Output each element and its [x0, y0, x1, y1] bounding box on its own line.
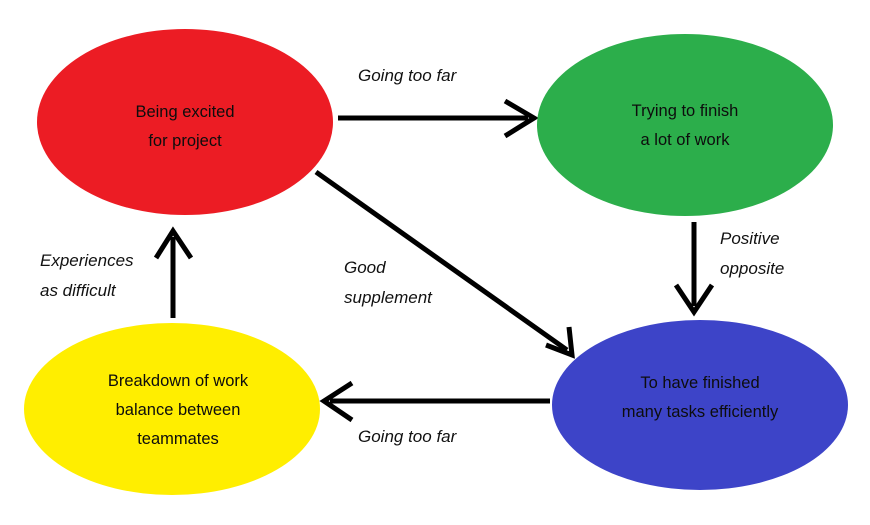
node-breakdown-of-work-balance-between-teammates[interactable]: Breakdown of work balance between teamma… [24, 323, 320, 495]
edge-excited-to-finished-line [314, 169, 569, 353]
node-being-excited-for-project[interactable]: Being excited for project [37, 29, 333, 215]
node-to-have-finished-many-tasks-efficiently[interactable]: To have finished many tasks efficiently [552, 320, 848, 490]
node-to-have-finished-many-tasks-efficiently-shape [552, 320, 848, 490]
edge-excited-to-finished-arrowhead [545, 326, 575, 359]
edge-trying-to-finished-label-line-2: opposite [720, 259, 784, 278]
edge-trying-to-finished-label-line-1: Positive [720, 229, 780, 248]
edge-excited-to-trying[interactable]: Going too far [338, 66, 539, 139]
node-being-excited-for-project-shape [37, 29, 333, 215]
node-trying-to-finish-a-lot-of-work-shape [537, 34, 833, 216]
edge-excited-to-finished-label-line-1: Good [344, 258, 386, 277]
edge-excited-to-finished-label-line-2: supplement [344, 288, 433, 307]
edge-breakdown-to-excited[interactable]: Experiences as difficult [40, 226, 194, 318]
node-to-have-finished-many-tasks-efficiently-label-line-1: To have finished [640, 374, 759, 392]
node-breakdown-of-work-balance-between-teammates-shape [24, 323, 320, 495]
node-breakdown-of-work-balance-between-teammates-label-line-2: balance between [116, 401, 241, 419]
node-trying-to-finish-a-lot-of-work-label-line-2: a lot of work [641, 131, 731, 149]
edge-excited-to-trying-label: Going too far [358, 66, 458, 85]
node-being-excited-for-project-label-line-2: for project [148, 132, 222, 150]
node-trying-to-finish-a-lot-of-work-label-line-1: Trying to finish [632, 102, 739, 120]
edge-excited-to-finished[interactable]: Good supplement [314, 169, 575, 359]
node-to-have-finished-many-tasks-efficiently-label-line-2: many tasks efficiently [622, 403, 779, 421]
edge-breakdown-to-excited-label-line-1: Experiences [40, 251, 134, 270]
node-trying-to-finish-a-lot-of-work[interactable]: Trying to finish a lot of work [537, 34, 833, 216]
edge-finished-to-breakdown[interactable]: Going too far [319, 380, 550, 446]
edge-breakdown-to-excited-label-line-2: as difficult [40, 281, 117, 300]
edge-breakdown-to-excited-arrowhead [153, 226, 194, 260]
node-breakdown-of-work-balance-between-teammates-label-line-3: teammates [137, 430, 219, 448]
edge-trying-to-finished[interactable]: Positive opposite [673, 222, 784, 317]
edge-finished-to-breakdown-arrowhead [319, 380, 354, 423]
node-breakdown-of-work-balance-between-teammates-label-line-1: Breakdown of work [108, 372, 249, 390]
edge-finished-to-breakdown-label: Going too far [358, 427, 458, 446]
edge-excited-to-trying-arrowhead [503, 98, 539, 139]
node-being-excited-for-project-label-line-1: Being excited [135, 103, 234, 121]
edge-trying-to-finished-arrowhead [673, 283, 715, 317]
